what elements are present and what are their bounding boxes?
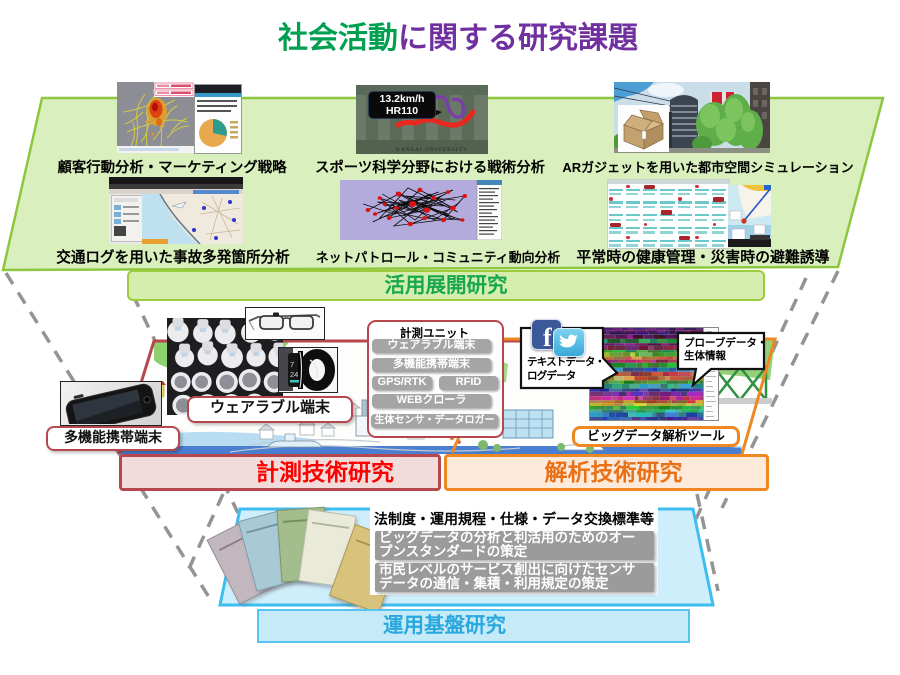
svg-text:7: 7 bbox=[290, 360, 294, 369]
svg-text:KANSAI UNIVERSITY: KANSAI UNIVERSITY bbox=[396, 147, 468, 153]
svg-text:24: 24 bbox=[290, 370, 298, 379]
